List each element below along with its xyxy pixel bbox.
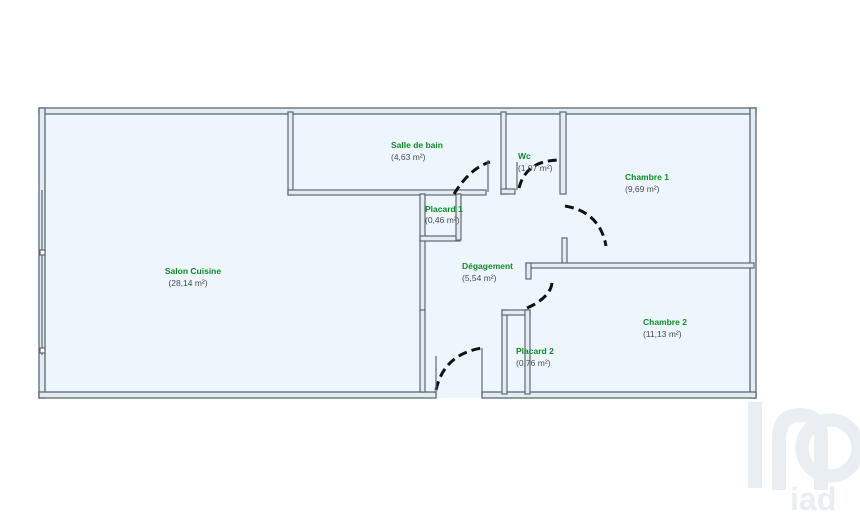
room-area: (0,76 m²): [516, 358, 551, 368]
door-chambre-2: [526, 277, 554, 310]
room-placard-2: Placard 2 (0,76 m²): [516, 346, 554, 368]
room-salle-de-bain: Salle de bain (4,63 m²): [391, 140, 443, 162]
room-area: (0,46 m²): [425, 215, 460, 225]
room-name: Placard 2: [516, 346, 554, 356]
door-leaves: [435, 160, 518, 394]
room-chambre-2: Chambre 2 (11,13 m²): [643, 317, 687, 339]
iad-logo-watermark: iad: [748, 402, 860, 514]
room-name: Chambre 1: [625, 172, 669, 182]
interior-walls: [287, 111, 755, 395]
room-degagement: Dégagement (5,54 m²): [462, 261, 513, 283]
room-name: Wc: [518, 151, 531, 161]
iad-logo-text: iad: [790, 481, 836, 514]
room-chambre-1: Chambre 1 (9,69 m²): [625, 172, 669, 194]
door-entree: [434, 346, 483, 391]
doors: [434, 158, 608, 391]
room-name: Salle de bain: [391, 140, 443, 150]
door-chambre-1: [564, 204, 608, 247]
door-wc: [517, 158, 561, 189]
room-area: (1,07 m²): [518, 163, 553, 173]
floor-fill: [40, 108, 756, 398]
room-area: (5,54 m²): [462, 273, 497, 283]
room-area: (11,13 m²): [643, 329, 682, 339]
room-salon-cuisine: Salon Cuisine (28,14 m²): [165, 266, 221, 288]
window-left: [39, 190, 46, 355]
room-area: (28,14 m²): [168, 278, 207, 288]
room-name: Chambre 2: [643, 317, 687, 327]
room-area: (9,69 m²): [625, 184, 660, 194]
door-salle-de-bain: [452, 160, 491, 195]
room-name: Dégagement: [462, 261, 513, 271]
room-name: Salon Cuisine: [165, 266, 221, 276]
room-wc: Wc (1,07 m²): [518, 151, 553, 173]
room-area: (4,63 m²): [391, 152, 426, 162]
room-placard-1: Placard 1 (0,46 m²): [425, 204, 463, 225]
room-name: Placard 1: [425, 204, 463, 214]
room-labels: Salon Cuisine (28,14 m²) Salle de bain (…: [165, 140, 687, 368]
